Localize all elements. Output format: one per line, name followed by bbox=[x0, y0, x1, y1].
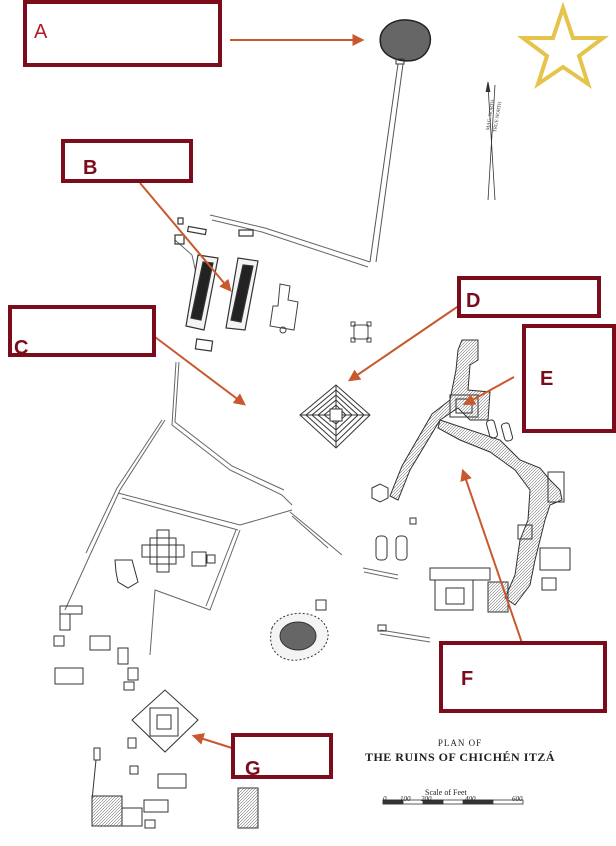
plan-title: PLAN OF THE RUINS OF CHICHÉN ITZÁ bbox=[360, 738, 560, 765]
label-box-g[interactable]: G bbox=[231, 733, 333, 780]
label-e-text: E bbox=[540, 368, 554, 390]
sacbe-road bbox=[369, 63, 404, 263]
ball-court bbox=[174, 217, 259, 352]
plan-title-line1: PLAN OF bbox=[437, 738, 483, 748]
label-box-d[interactable]: D bbox=[457, 276, 601, 318]
southern-group bbox=[91, 689, 259, 829]
label-d-text: D bbox=[466, 290, 481, 312]
scale-tick-100: 100 bbox=[400, 795, 411, 803]
central-ruins bbox=[53, 529, 216, 691]
north-arrow bbox=[485, 81, 496, 201]
label-box-a[interactable]: A bbox=[23, 0, 222, 67]
scale-title: Scale of Feet bbox=[425, 788, 467, 797]
scale-tick-200: 200 bbox=[421, 795, 432, 803]
label-g-text: G bbox=[245, 758, 261, 780]
warriors-complex bbox=[371, 339, 571, 613]
label-box-f[interactable]: F bbox=[439, 641, 607, 713]
plan-title-line2: THE RUINS OF CHICHÉN ITZÁ bbox=[364, 750, 556, 764]
label-c-text: C bbox=[14, 337, 29, 359]
platform-group bbox=[269, 283, 372, 343]
scale-tick-0: 0 bbox=[383, 795, 387, 803]
label-box-c[interactable]: C bbox=[8, 305, 156, 359]
pointer-arrows bbox=[139, 34, 523, 749]
sacred-cenote bbox=[379, 19, 432, 65]
scale-bar bbox=[382, 799, 524, 805]
castillo-pyramid bbox=[299, 384, 371, 449]
label-box-b[interactable]: B bbox=[61, 139, 193, 183]
star-icon bbox=[517, 1, 609, 89]
scale-tick-600: 600 bbox=[512, 795, 523, 803]
label-a-text: A bbox=[34, 21, 48, 43]
scale-tick-400: 400 bbox=[465, 795, 476, 803]
label-b-text: B bbox=[83, 157, 98, 179]
label-box-e[interactable]: E bbox=[522, 324, 616, 433]
label-f-text: F bbox=[461, 668, 474, 690]
xtoloc-cenote bbox=[270, 599, 387, 661]
